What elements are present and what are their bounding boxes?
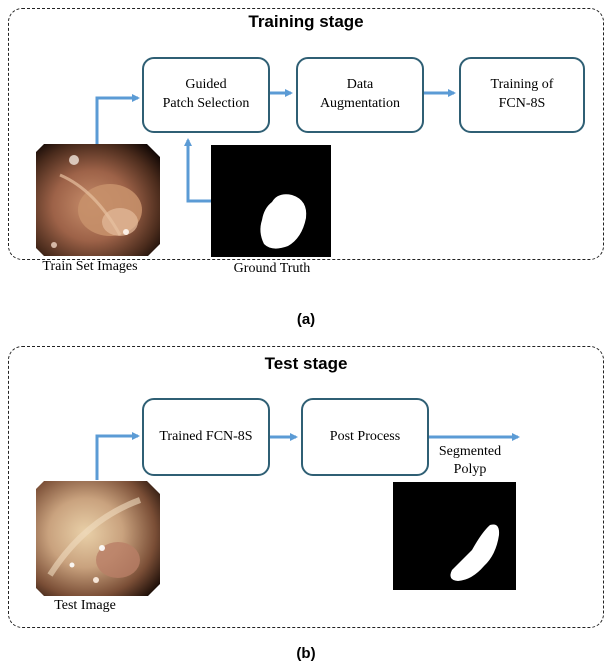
ground-truth-caption: Ground Truth (212, 261, 332, 277)
train-set-images-caption: Train Set Images (20, 259, 160, 275)
test-image-caption: Test Image (30, 598, 140, 614)
panel-label-a: (a) (286, 311, 326, 328)
training-fcn-box: Training of FCN-8S (459, 57, 585, 133)
arrow-train-image-to-patch (97, 98, 138, 145)
train-set-image (36, 144, 160, 256)
panel-label-b: (b) (286, 645, 326, 662)
ground-truth-mask (211, 145, 331, 257)
trained-fcn-box: Trained FCN-8S (142, 398, 270, 476)
test-stage-title: Test stage (206, 354, 406, 374)
arrow-ground-truth-to-patch (188, 140, 211, 201)
test-stage-frame (8, 346, 604, 628)
guided-patch-selection-box: Guided Patch Selection (142, 57, 270, 133)
segmented-polyp-caption: Segmented Polyp (430, 443, 510, 479)
data-augmentation-box: Data Augmentation (296, 57, 424, 133)
post-process-box: Post Process (301, 398, 429, 476)
